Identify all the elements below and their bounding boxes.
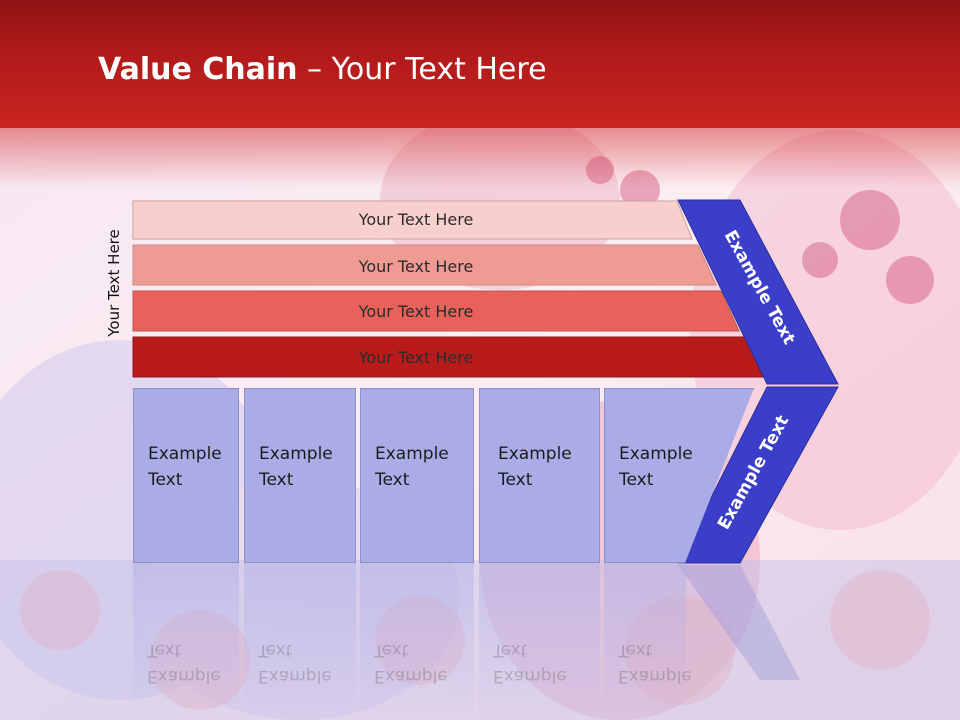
margin-arrow-reflection	[678, 565, 800, 680]
support-bar-3: Your Text Here	[132, 290, 740, 332]
support-bar-label: Your Text Here	[358, 302, 474, 321]
support-bar-label: Your Text Here	[358, 210, 474, 229]
margin-arrow-top	[677, 199, 839, 385]
header-fade	[0, 128, 960, 188]
page-title: Value Chain – Your Text Here	[98, 52, 547, 87]
support-bar-shape	[132, 336, 764, 378]
support-bar-shape	[132, 244, 717, 286]
support-bar-label: Your Text Here	[358, 257, 474, 276]
header-banner	[0, 0, 960, 128]
support-bar-2: Your Text Here	[132, 244, 717, 286]
support-bar-label: Your Text Here	[358, 348, 474, 367]
support-bar-shape	[132, 290, 740, 332]
support-bar-1: Your Text Here	[132, 200, 693, 240]
support-bar-shape	[132, 200, 693, 240]
support-bar-4: Your Text Here	[132, 336, 764, 378]
